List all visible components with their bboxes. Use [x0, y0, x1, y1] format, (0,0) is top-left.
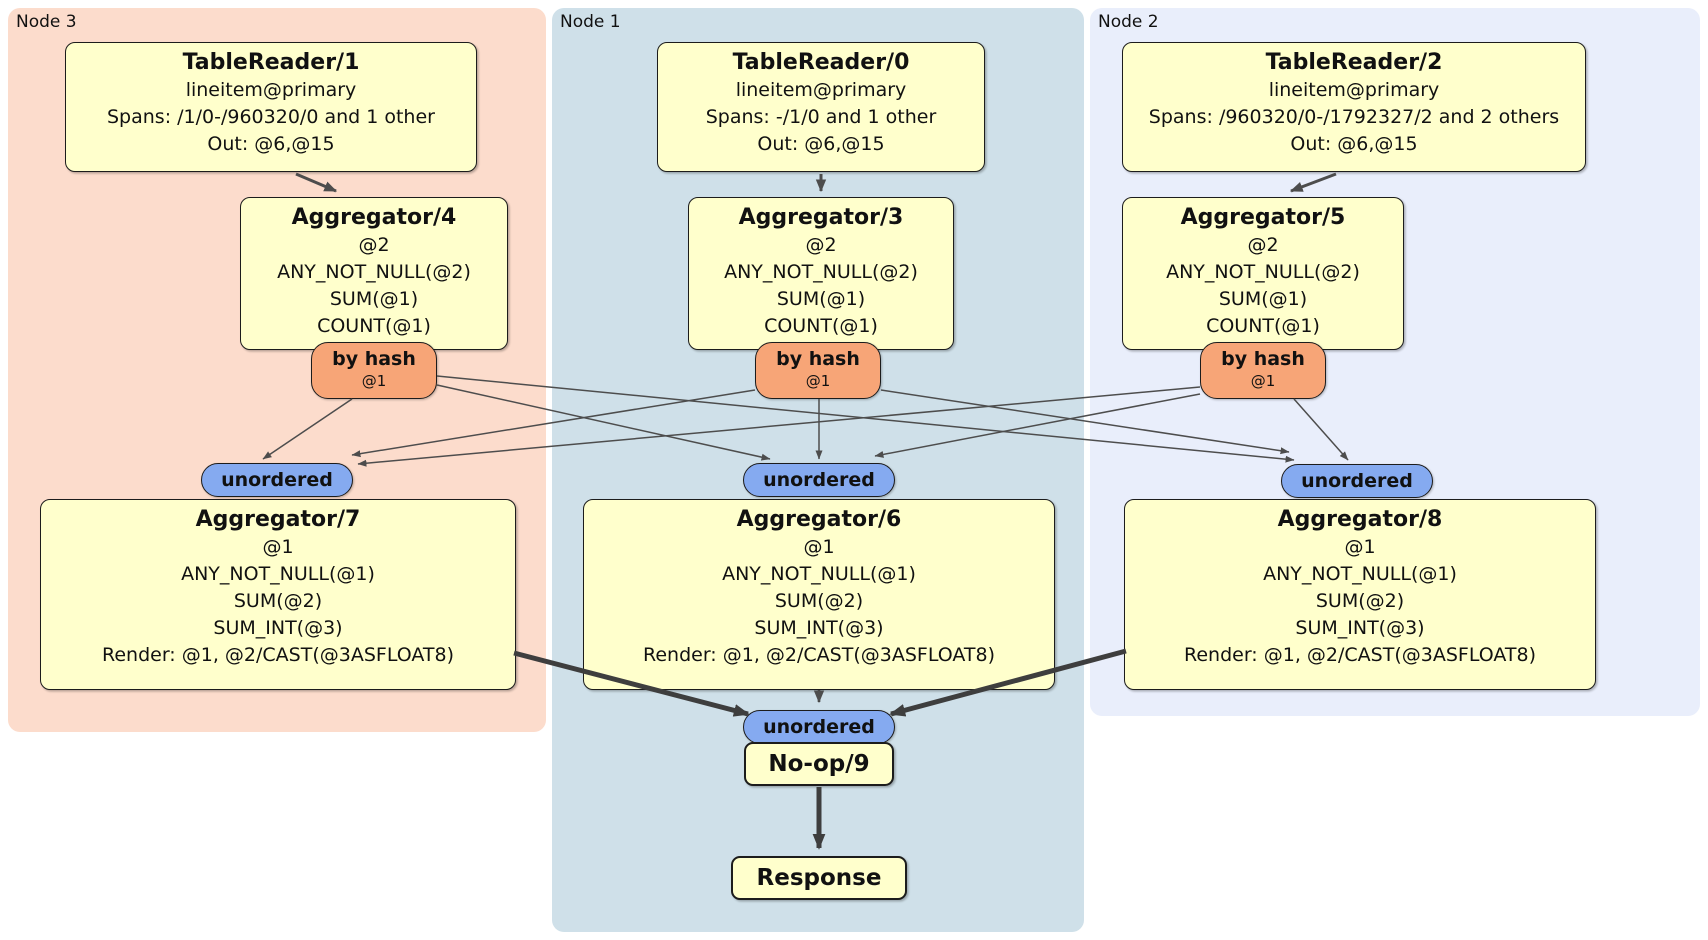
operator-line: Render: @1, @2/CAST(@3ASFLOAT8): [643, 644, 995, 666]
operator-title: Aggregator/8: [1277, 507, 1443, 532]
router-label: by hash: [1221, 348, 1305, 370]
operator-title: Aggregator/4: [291, 205, 457, 230]
node-2-label: Node 2: [1098, 12, 1159, 32]
operator-line: COUNT(@1): [764, 315, 878, 337]
router-by-hash-node1: by hash @1: [755, 342, 881, 399]
operator-line: ANY_NOT_NULL(@1): [181, 563, 375, 585]
operator-line: ANY_NOT_NULL(@2): [1166, 261, 1360, 283]
operator-line: Out: @6,@15: [207, 133, 335, 155]
sync-unordered-node2: unordered: [1281, 464, 1433, 498]
box-aggregator-4: Aggregator/4 @2 ANY_NOT_NULL(@2) SUM(@1)…: [240, 197, 508, 350]
router-detail: @1: [1250, 372, 1276, 390]
operator-line: lineitem@primary: [735, 79, 907, 101]
operator-line: ANY_NOT_NULL(@1): [1263, 563, 1457, 585]
operator-line: lineitem@primary: [1268, 79, 1440, 101]
sync-unordered-final: unordered: [743, 710, 895, 744]
operator-line: ANY_NOT_NULL(@1): [722, 563, 916, 585]
node-1-label: Node 1: [560, 12, 621, 32]
box-response: Response: [731, 856, 907, 900]
operator-line: SUM_INT(@3): [1295, 617, 1425, 639]
operator-line: @2: [358, 234, 390, 256]
operator-line: @2: [1247, 234, 1279, 256]
operator-title: TableReader/0: [732, 50, 910, 75]
operator-line: Out: @6,@15: [757, 133, 885, 155]
box-aggregator-7: Aggregator/7 @1 ANY_NOT_NULL(@1) SUM(@2)…: [40, 499, 516, 690]
operator-line: Spans: -/1/0 and 1 other: [705, 106, 937, 128]
box-tablereader-2: TableReader/2 lineitem@primary Spans: /9…: [1122, 42, 1586, 172]
operator-line: @1: [1344, 536, 1376, 558]
operator-title: Aggregator/7: [195, 507, 361, 532]
operator-line: COUNT(@1): [317, 315, 431, 337]
operator-title: TableReader/1: [182, 50, 360, 75]
operator-line: ANY_NOT_NULL(@2): [724, 261, 918, 283]
sync-unordered-node1: unordered: [743, 463, 895, 497]
operator-title: TableReader/2: [1265, 50, 1443, 75]
operator-line: Out: @6,@15: [1290, 133, 1418, 155]
operator-line: SUM(@2): [233, 590, 323, 612]
operator-line: Render: @1, @2/CAST(@3ASFLOAT8): [1184, 644, 1536, 666]
operator-title: Aggregator/3: [738, 205, 904, 230]
router-detail: @1: [361, 372, 387, 390]
operator-line: Render: @1, @2/CAST(@3ASFLOAT8): [102, 644, 454, 666]
router-detail: @1: [805, 372, 831, 390]
operator-line: SUM(@1): [776, 288, 866, 310]
operator-line: ANY_NOT_NULL(@2): [277, 261, 471, 283]
operator-line: COUNT(@1): [1206, 315, 1320, 337]
operator-line: @1: [262, 536, 294, 558]
sync-unordered-node3: unordered: [201, 463, 353, 497]
node-3-label: Node 3: [16, 12, 77, 32]
operator-line: SUM(@1): [1218, 288, 1308, 310]
operator-line: Spans: /960320/0-/1792327/2 and 2 others: [1148, 106, 1560, 128]
box-aggregator-8: Aggregator/8 @1 ANY_NOT_NULL(@1) SUM(@2)…: [1124, 499, 1596, 690]
operator-line: SUM(@2): [1315, 590, 1405, 612]
box-aggregator-3: Aggregator/3 @2 ANY_NOT_NULL(@2) SUM(@1)…: [688, 197, 954, 350]
operator-line: SUM_INT(@3): [213, 617, 343, 639]
operator-line: SUM_INT(@3): [754, 617, 884, 639]
router-label: by hash: [332, 348, 416, 370]
box-tablereader-1: TableReader/1 lineitem@primary Spans: /1…: [65, 42, 477, 172]
operator-title: Aggregator/6: [736, 507, 902, 532]
router-by-hash-node3: by hash @1: [311, 342, 437, 399]
box-aggregator-5: Aggregator/5 @2 ANY_NOT_NULL(@2) SUM(@1)…: [1122, 197, 1404, 350]
router-by-hash-node2: by hash @1: [1200, 342, 1326, 399]
box-aggregator-6: Aggregator/6 @1 ANY_NOT_NULL(@1) SUM(@2)…: [583, 499, 1055, 690]
operator-title: Aggregator/5: [1180, 205, 1346, 230]
operator-line: lineitem@primary: [185, 79, 357, 101]
operator-line: @2: [805, 234, 837, 256]
operator-line: Spans: /1/0-/960320/0 and 1 other: [107, 106, 435, 128]
operator-line: SUM(@1): [329, 288, 419, 310]
operator-line: SUM(@2): [774, 590, 864, 612]
box-noop-9: No-op/9: [744, 742, 894, 786]
router-label: by hash: [776, 348, 860, 370]
operator-line: @1: [803, 536, 835, 558]
box-tablereader-0: TableReader/0 lineitem@primary Spans: -/…: [657, 42, 985, 172]
